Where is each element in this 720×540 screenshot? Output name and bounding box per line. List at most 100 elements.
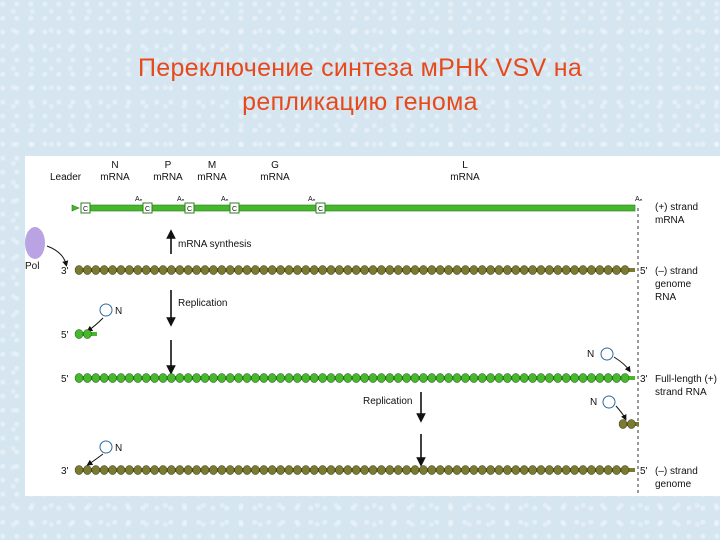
- minus-genome-2-bead: [444, 465, 453, 475]
- full-length-plus-strand: [74, 373, 635, 383]
- minus-genome-1-bead: [578, 265, 588, 275]
- full-length-bead: [545, 373, 554, 383]
- full-length-bead: [83, 373, 92, 383]
- cap-n-glyph: C: [83, 206, 88, 213]
- n-protein-4-label: N: [115, 443, 122, 454]
- minus-genome-2-bead: [133, 465, 143, 475]
- minus-genome-2-bead: [301, 465, 311, 475]
- cap-n-icon: [80, 202, 91, 214]
- minus-genome-1-bead: [519, 265, 529, 275]
- genome-1-3end: 3': [61, 266, 69, 277]
- replication-label-1: Replication: [178, 298, 227, 309]
- full-length-bead: [116, 373, 126, 383]
- minus-genome-1-bead: [461, 265, 470, 275]
- full-length-bead: [419, 373, 428, 383]
- minus-genome-2-bead: [385, 465, 395, 475]
- gene-l-mrna: mRNA: [450, 172, 480, 183]
- full-length-bead: [175, 373, 185, 383]
- minus-genome-1-bead: [452, 265, 462, 275]
- minus-genome-2-bead: [477, 465, 487, 475]
- minus-genome-1-bead: [486, 265, 495, 275]
- full-length-bead: [200, 373, 210, 383]
- gene-p-mrna: mRNA: [153, 172, 183, 183]
- gene-m-mrna: mRNA: [197, 172, 227, 183]
- gene-g-mrna: mRNA: [260, 172, 290, 183]
- full-length-bead: [503, 373, 512, 383]
- gene-n-name: N: [111, 160, 118, 171]
- minus-genome-1-bead: [561, 265, 571, 275]
- leader-arrow-icon: [71, 204, 80, 212]
- minus-genome-2-bead: [536, 465, 546, 475]
- minus-genome-2-bead: [335, 465, 344, 475]
- minus-genome-2-bead: [553, 465, 563, 475]
- nascent-minus-fragment: [618, 419, 639, 429]
- full-length-bead: [125, 373, 134, 383]
- cap-l-glyph: C: [318, 206, 323, 213]
- full-length-bead: [108, 373, 117, 383]
- full-length-bead: [469, 373, 479, 383]
- minus-genome-2-bead: [419, 465, 428, 475]
- full-length-bead: [612, 373, 621, 383]
- minus-genome-1-bead: [545, 265, 554, 275]
- minus-genome-2-bead: [435, 465, 445, 475]
- full-length-bead: [519, 373, 529, 383]
- minus-genome-2-bead: [192, 465, 201, 475]
- n-protein-2-icon: [600, 347, 614, 361]
- nascent-plus-fragment: [74, 329, 97, 339]
- minus-genome-2-bead: [393, 465, 403, 475]
- minus-genome-2-bead: [545, 465, 554, 475]
- full-length-bead: [377, 373, 386, 383]
- vsv-replication-diagram: Leader N mRNA P mRNA M mRNA G mRNA L mRN…: [25, 160, 717, 496]
- full-length-label-2: strand RNA: [655, 387, 707, 398]
- minus-genome-1-bead: [326, 265, 336, 275]
- leader-label: Leader: [50, 172, 82, 183]
- n-protein-2-label: N: [587, 349, 594, 360]
- minus-genome-1-bead: [183, 265, 193, 275]
- minus-genome-1-bead: [99, 265, 109, 275]
- plus-mrna-label-2: mRNA: [655, 215, 685, 226]
- cap-markers: C C C C C: [80, 202, 326, 214]
- minus-genome-2-bead: [175, 465, 185, 475]
- pol-arrow: [46, 245, 69, 267]
- fulllength-3end: 3': [640, 374, 648, 385]
- slide-title-line2: репликацию генома: [242, 87, 478, 116]
- minus-genome-1-bead: [116, 265, 126, 275]
- genome-2-5end: 5': [640, 466, 648, 477]
- minus-genome-2-bead: [116, 465, 126, 475]
- minus-genome-1-bead: [612, 265, 621, 275]
- minus-genome-1-bead: [444, 265, 453, 275]
- polya-m: Aₙ: [221, 196, 229, 203]
- full-length-bead: [242, 373, 252, 383]
- full-length-bead: [587, 373, 596, 383]
- minus-genome-2-bead: [150, 465, 159, 475]
- minus-genome-2-bead: [377, 465, 386, 475]
- minus-genome-1-bead: [595, 265, 605, 275]
- full-length-bead: [578, 373, 588, 383]
- minus-genome-1-label-1: (–) strand: [655, 266, 698, 277]
- full-length-bead: [536, 373, 546, 383]
- full-length-label-1: Full-length (+): [655, 374, 717, 385]
- minus-genome-1-bead: [234, 265, 243, 275]
- polya-l: Aₙ: [635, 196, 643, 203]
- slide-title: Переключение синтеза мРНК VSV на реплика…: [0, 51, 720, 119]
- full-length-bead: [393, 373, 403, 383]
- full-length-bead: [461, 373, 470, 383]
- minus-genome-1-bead: [259, 265, 269, 275]
- minus-genome-1-bead: [192, 265, 201, 275]
- full-length-bead: [570, 373, 579, 383]
- minus-genome-1-bead: [91, 265, 101, 275]
- minus-genome-2-bead: [427, 465, 437, 475]
- minus-genome-2-bead: [360, 465, 369, 475]
- minus-genome-1-bead: [503, 265, 512, 275]
- full-length-bead: [276, 373, 285, 383]
- full-length-bead: [494, 373, 504, 383]
- minus-genome-1-bead: [293, 265, 302, 275]
- n-protein-1-label: N: [115, 306, 122, 317]
- full-length-bead: [293, 373, 302, 383]
- minus-genome-2-bead: [343, 465, 353, 475]
- n-protein-2-arrow: [613, 356, 631, 373]
- full-length-bead: [477, 373, 487, 383]
- fragment-minus-bead: [618, 419, 628, 429]
- minus-genome-2-bead: [511, 465, 521, 475]
- minus-genome-2-bead: [217, 465, 227, 475]
